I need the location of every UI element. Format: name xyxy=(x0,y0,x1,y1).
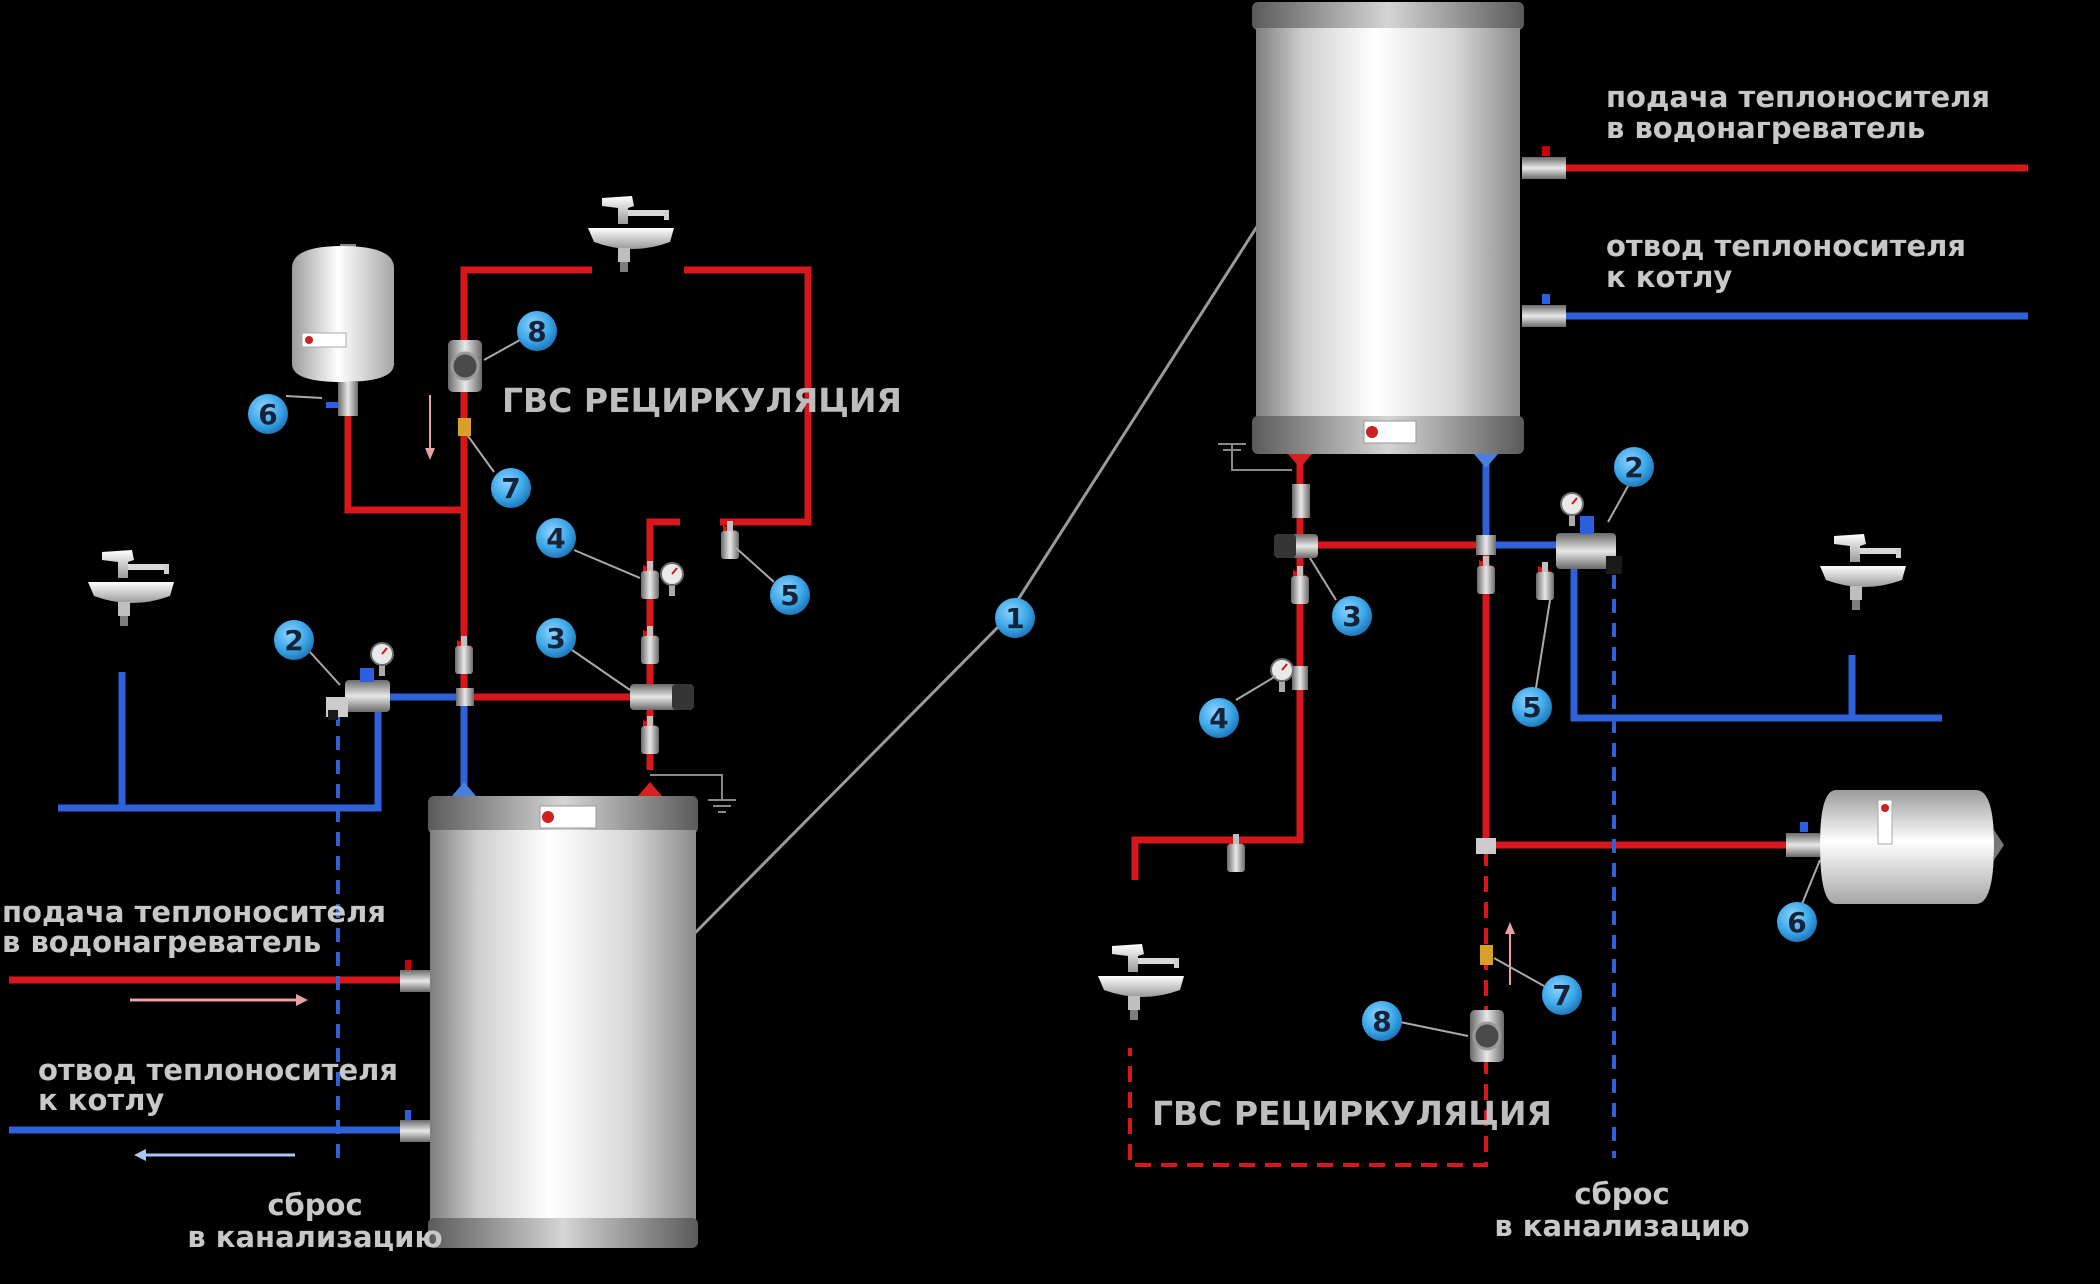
right-circulation-pump xyxy=(1470,1010,1504,1062)
svg-text:4: 4 xyxy=(1209,702,1228,735)
right-badge-6: 6 xyxy=(1777,859,1821,942)
svg-text:6: 6 xyxy=(258,398,277,431)
svg-text:8: 8 xyxy=(527,315,546,348)
svg-text:3: 3 xyxy=(546,622,565,655)
right-recirculation-label: ГВС РЕЦИРКУЛЯЦИЯ xyxy=(1152,1094,1552,1133)
right-expansion-tank xyxy=(1786,790,2004,904)
left-badge-5: 5 xyxy=(735,547,810,615)
left-valves xyxy=(326,521,739,754)
svg-text:7: 7 xyxy=(501,472,520,505)
left-expansion-tank xyxy=(292,244,394,416)
right-drain-label-line1: сброс xyxy=(1574,1177,1669,1211)
right-ground-symbol xyxy=(1218,443,1292,471)
right-valves xyxy=(1227,484,1622,872)
svg-text:5: 5 xyxy=(780,579,799,612)
left-hot-loop xyxy=(9,266,812,984)
left-supply-label-line2: в водонагреватель xyxy=(2,925,321,959)
right-badge-8: 8 xyxy=(1362,1001,1469,1041)
right-badge-3: 3 xyxy=(1309,557,1372,636)
left-leader-line xyxy=(693,618,1007,935)
svg-text:6: 6 xyxy=(1787,906,1806,939)
left-badge-4: 4 xyxy=(536,518,641,579)
right-water-heater-tank xyxy=(1252,2,1566,468)
badge-1: 1 xyxy=(995,224,1260,638)
svg-text:4: 4 xyxy=(546,522,565,555)
left-drain-label-line1: сброс xyxy=(267,1188,362,1222)
right-badge-4: 4 xyxy=(1199,675,1277,738)
left-badge-2: 2 xyxy=(274,620,341,686)
left-circulation-pump xyxy=(448,340,482,392)
left-badge-3: 3 xyxy=(536,618,631,691)
svg-text:1: 1 xyxy=(1005,602,1024,635)
left-badge-8: 8 xyxy=(483,311,557,361)
left-faucet-cold xyxy=(88,550,174,626)
right-scheme: 2 3 4 5 6 7 8 xyxy=(1098,2,2028,1243)
right-badge-5: 5 xyxy=(1512,599,1552,727)
left-ground-symbol xyxy=(650,774,736,813)
right-recirculation-loop xyxy=(1128,850,1488,1167)
left-water-heater-tank xyxy=(400,782,698,1248)
left-badge-6: 6 xyxy=(248,394,323,434)
right-cold-pipes xyxy=(1482,312,2028,722)
svg-text:5: 5 xyxy=(1522,691,1541,724)
left-recirculation-label: ГВС РЕЦИРКУЛЯЦИЯ xyxy=(502,381,902,420)
left-cold-pipes xyxy=(9,672,468,1134)
right-hot-pipes xyxy=(1131,164,2028,880)
right-supply-label-line2: в водонагреватель xyxy=(1606,111,1925,145)
right-return-label-line2: к котлу xyxy=(1606,260,1732,294)
left-faucet-recirculation xyxy=(588,196,674,272)
svg-text:8: 8 xyxy=(1372,1005,1391,1038)
left-supply-label-line1: подача теплоносителя xyxy=(2,895,386,929)
right-faucet-cold xyxy=(1820,534,1906,610)
right-check-valve xyxy=(1480,945,1493,965)
right-return-label-line1: отвод теплоносителя xyxy=(1606,229,1966,263)
right-drain-label-line2: в канализацию xyxy=(1494,1209,1749,1243)
left-scheme: 6 8 7 4 5 3 2 xyxy=(2,196,1007,1254)
svg-text:2: 2 xyxy=(284,624,303,657)
right-supply-label-line1: подача теплоносителя xyxy=(1606,80,1990,114)
left-badge-7: 7 xyxy=(467,435,531,508)
left-drain-label-line2: в канализацию xyxy=(187,1220,442,1254)
svg-text:7: 7 xyxy=(1552,979,1571,1012)
svg-text:2: 2 xyxy=(1624,451,1643,484)
left-return-label-line1: отвод теплоносителя xyxy=(38,1053,398,1087)
right-badge-2: 2 xyxy=(1607,447,1654,523)
right-badge-7: 7 xyxy=(1493,957,1582,1015)
left-check-valve xyxy=(458,418,471,436)
right-faucet-recirculation xyxy=(1098,944,1184,1020)
svg-text:3: 3 xyxy=(1342,600,1361,633)
left-return-label-line2: к котлу xyxy=(38,1083,164,1117)
